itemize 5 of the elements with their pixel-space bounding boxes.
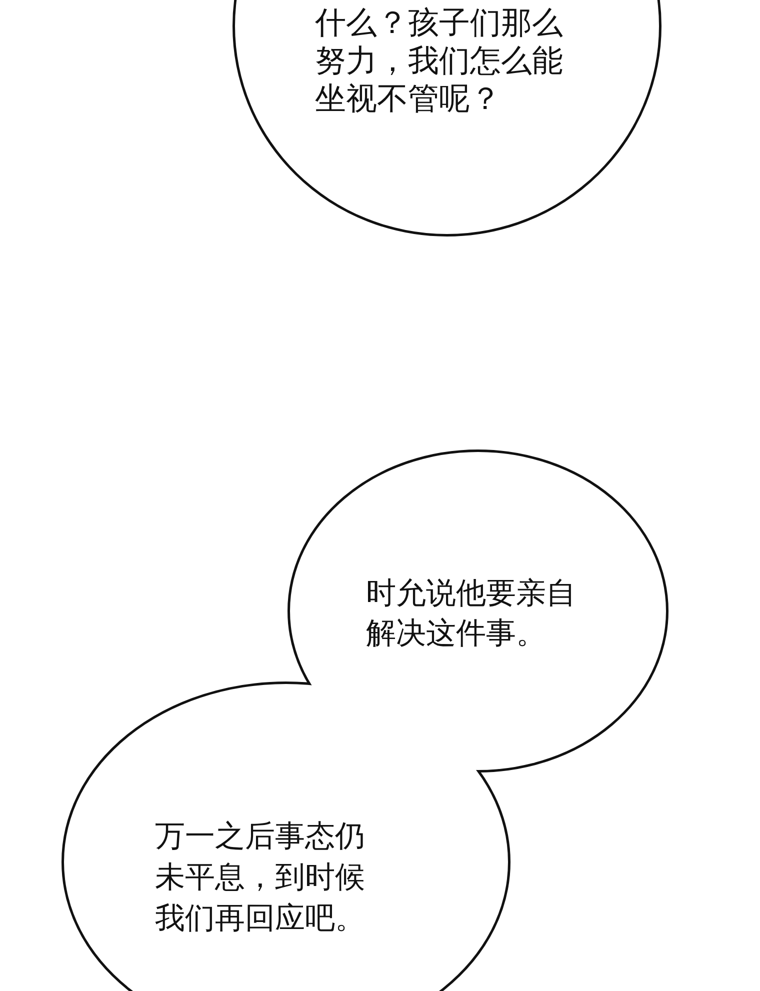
speech-bubble xyxy=(290,452,666,770)
speech-text: 时允说他要亲自解决这件事。 xyxy=(366,575,577,653)
speech-text: 万一之后事态仍未平息，到时候我们再回应吧。 xyxy=(155,818,366,938)
speech-bubble xyxy=(64,684,508,991)
speech-text: 什么？孩子们那么努力，我们怎么能坐视不管呢？ xyxy=(315,4,564,118)
